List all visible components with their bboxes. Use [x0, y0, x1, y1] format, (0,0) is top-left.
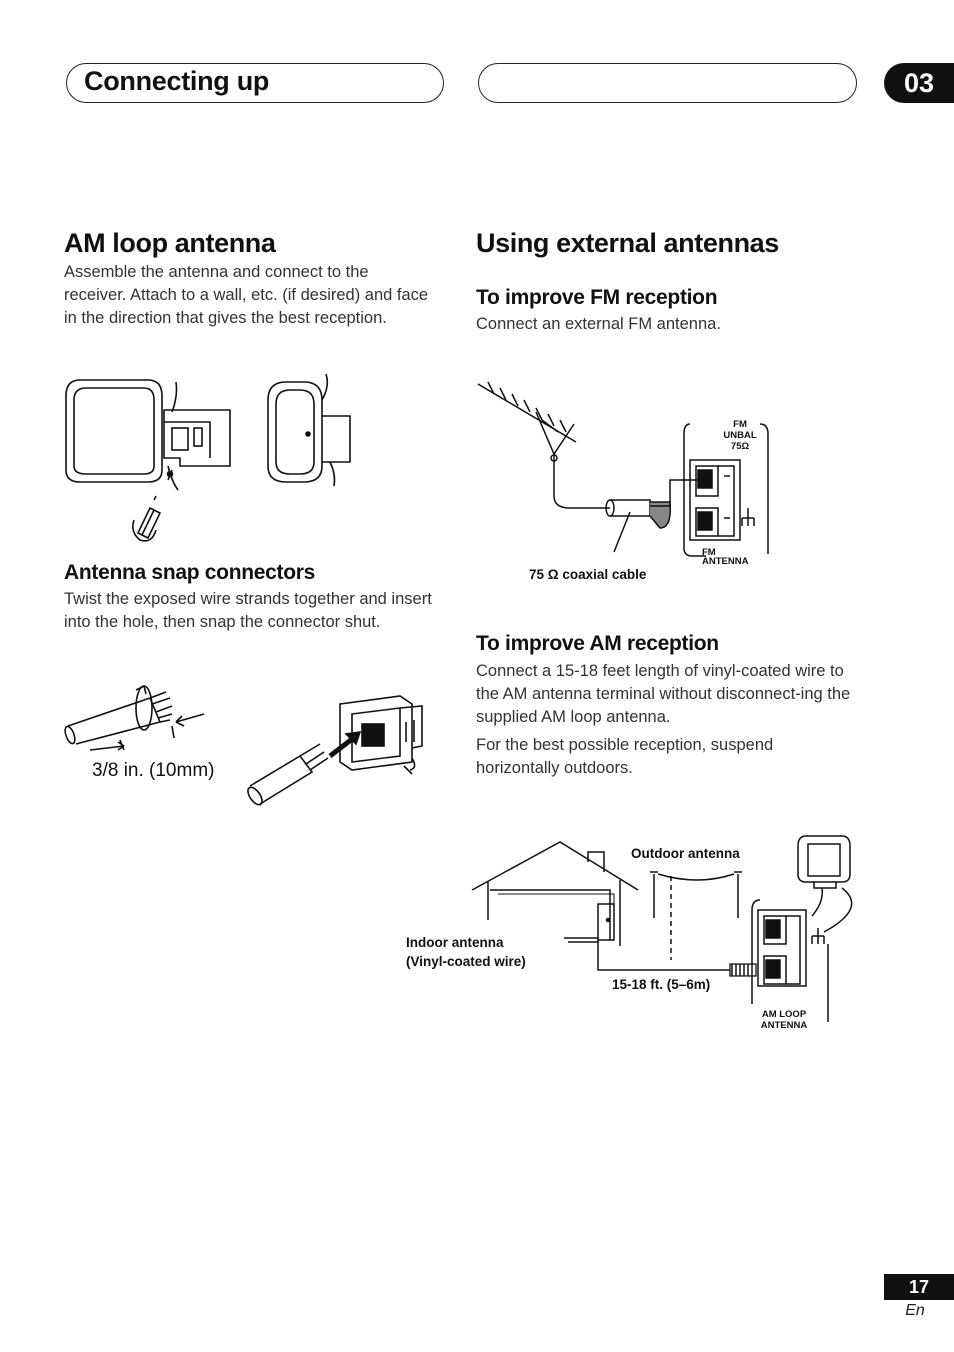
am-reception-body-2: For the best possible reception, suspend… — [476, 736, 774, 777]
am-loop-body: Assemble the antenna and connect to the … — [64, 263, 429, 327]
snap-connectors-body: Twist the exposed wire strands together … — [64, 590, 432, 631]
indoor-antenna-label-2: (Vinyl-coated wire) — [406, 954, 526, 969]
indoor-antenna-label-1: Indoor antenna — [406, 935, 504, 950]
outdoor-antenna-label: Outdoor antenna — [631, 846, 740, 861]
fm-reception-body: Connect an external FM antenna. — [476, 315, 721, 333]
page-number: 17 — [884, 1274, 954, 1300]
snap-connectors-heading: Antenna snap connectors — [64, 561, 315, 584]
fm-antenna-figure — [477, 381, 769, 557]
am-loop-terminal-label-2: ANTENNA — [760, 1020, 808, 1031]
header-right-frame — [478, 63, 857, 103]
external-antennas-heading: Using external antennas — [476, 228, 779, 258]
snap-connector-figure — [64, 684, 423, 806]
fm-antenna-label-1: FM — [702, 547, 716, 558]
fm-unbal-label-3: 75Ω — [730, 441, 750, 452]
wire-length-label: 15-18 ft. (5–6m) — [612, 977, 711, 992]
coaxial-cable-label: 75 Ω coaxial cable — [529, 567, 647, 582]
section-title: Connecting up — [84, 66, 270, 96]
fm-unbal-label-1: FM — [733, 419, 747, 430]
am-loop-assembly-figure — [65, 373, 351, 542]
chapter-badge: 03 — [884, 63, 954, 103]
am-external-antenna-figure — [471, 835, 853, 1022]
header-left-frame — [66, 63, 444, 103]
language-code: En — [905, 1302, 925, 1319]
am-reception-heading: To improve AM reception — [476, 632, 719, 655]
strip-length-label: 3/8 in. (10mm) — [92, 760, 215, 781]
am-loop-heading: AM loop antenna — [64, 228, 276, 258]
fm-unbal-label-2: UNBAL — [723, 430, 757, 441]
fm-antenna-label-2: ANTENNA — [702, 556, 749, 567]
am-reception-body-1: Connect a 15-18 feet length of vinyl-coa… — [476, 662, 851, 726]
fm-reception-heading: To improve FM reception — [476, 286, 718, 309]
am-loop-terminal-label-1: AM LOOP — [761, 1009, 807, 1020]
